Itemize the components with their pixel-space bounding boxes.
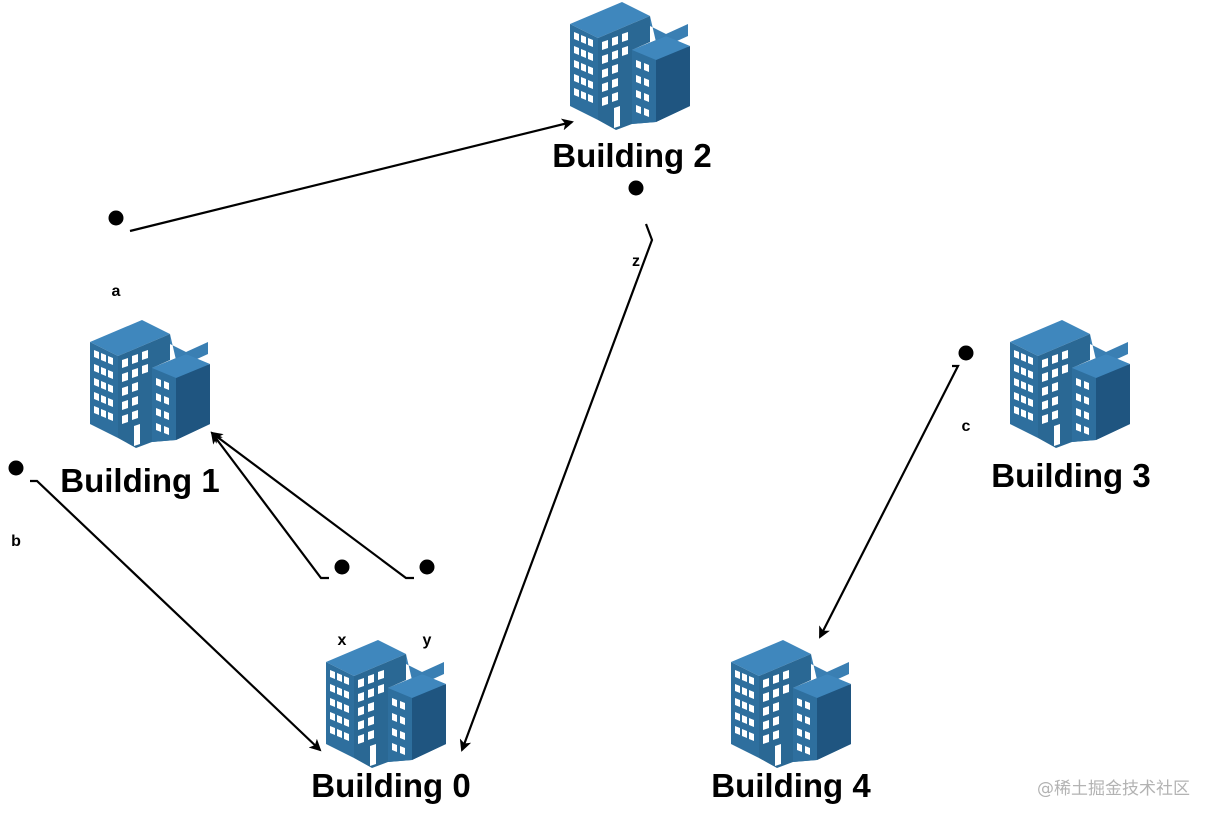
person-b: [2, 460, 30, 518]
person-label-z: z: [632, 253, 640, 270]
person-x: [328, 559, 356, 617]
building-0: Building 0: [311, 640, 471, 804]
arrow-a-to-building-2: [129, 118, 574, 233]
stick-figure-icon: [328, 559, 356, 617]
arrow-y-to-building-1: [210, 431, 414, 580]
stick-figure-icon: [413, 559, 441, 617]
person-y: [413, 559, 441, 617]
person-label-x: x: [338, 632, 347, 649]
building-2: Building 2: [552, 2, 712, 174]
arrow-c-to-building-4: [819, 364, 960, 639]
building-label: Building 0: [311, 767, 471, 804]
arrow-b-to-building-0: [30, 479, 322, 752]
person-label-a: a: [112, 283, 121, 300]
person-z: [622, 180, 650, 238]
watermark-text: @稀土掘金技术社区: [1037, 779, 1190, 799]
building-3: Building 3: [991, 320, 1151, 494]
building-label: Building 4: [711, 767, 871, 804]
building-icon: [326, 640, 446, 768]
building-icon: [570, 2, 690, 130]
arrow-z-to-building-0: [459, 223, 654, 752]
stick-figure-icon: [102, 210, 130, 268]
building-label: Building 1: [60, 462, 220, 499]
building-1: Building 1: [60, 320, 220, 499]
building-icon: [1010, 320, 1130, 448]
person-label-y: y: [423, 632, 432, 649]
building-label: Building 3: [991, 457, 1151, 494]
stick-figure-icon: [2, 460, 30, 518]
building-icon: [90, 320, 210, 448]
person-label-c: c: [962, 418, 971, 435]
person-c: [952, 345, 980, 403]
arrow-x-to-building-1: [210, 431, 329, 580]
stick-figure-icon: [952, 345, 980, 403]
building-icon: [731, 640, 851, 768]
building-label: Building 2: [552, 137, 712, 174]
person-label-b: b: [11, 533, 21, 550]
person-a: [102, 210, 130, 268]
stick-figure-icon: [622, 180, 650, 238]
building-4: Building 4: [711, 640, 871, 804]
